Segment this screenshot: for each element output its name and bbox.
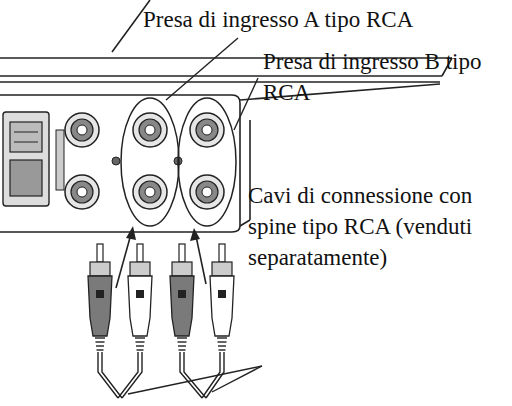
rca-jack — [65, 175, 99, 209]
rca-jack — [133, 113, 167, 147]
rca-jack — [133, 175, 167, 209]
rca-plug — [170, 244, 206, 398]
rca-plug — [88, 244, 122, 398]
rca-jack — [190, 113, 224, 147]
rca-plug — [202, 244, 234, 398]
din-connector — [3, 112, 64, 206]
rca-jack — [65, 113, 99, 147]
rca-plugs — [88, 244, 234, 398]
callout-label: Presa di ingresso A tipo RCA — [143, 4, 493, 35]
leader-lines — [128, 38, 262, 394]
rca-jacks — [65, 113, 224, 209]
rca-plug — [118, 244, 152, 398]
callout-label: Cavi di connessione con spine tipo RCA (… — [248, 180, 498, 273]
callout-label: Presa di ingresso B tipo RCA — [263, 46, 495, 108]
highlight-ellipses — [121, 98, 236, 226]
rca-jack — [190, 175, 224, 209]
